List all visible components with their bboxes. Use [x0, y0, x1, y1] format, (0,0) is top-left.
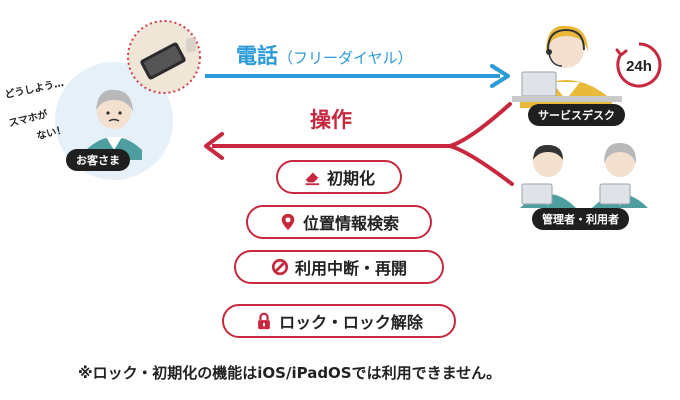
operation-arrow [204, 102, 514, 186]
eraser-icon [305, 172, 320, 186]
manager-figures [520, 142, 648, 208]
operator-figure [512, 25, 622, 108]
footnote: ※ロック・初期化の機能はiOS/iPadOSでは利用できません。 [78, 364, 502, 382]
feature-location-search-label: 位置情報検索 [302, 214, 399, 233]
operation-arrow-label: 操作 [310, 108, 352, 132]
lost-phone-illustration [127, 20, 201, 94]
feature-initialize-label: 初期化 [326, 169, 375, 188]
phone-label-sub: （フリーダイヤル） [278, 49, 413, 67]
customer-label: お客さま [66, 149, 130, 171]
service-desk-label: サービスデスク [528, 104, 625, 126]
feature-location-search: 位置情報検索 [246, 205, 432, 239]
feature-lock-unlock-label: ロック・ロック解除 [279, 313, 423, 332]
phone-label-main: 電話 [236, 44, 278, 68]
manager-user-label: 管理者・利用者 [532, 208, 629, 230]
phone-arrow [205, 64, 510, 88]
24h-clock-icon: 24h [615, 42, 662, 88]
feature-initialize: 初期化 [276, 160, 402, 194]
lock-icon [258, 312, 271, 330]
feature-suspend-resume-label: 利用中断・再開 [294, 259, 407, 278]
prohibited-icon [271, 258, 289, 276]
feature-suspend-resume: 利用中断・再開 [234, 250, 444, 284]
phone-arrow-label: 電話（フリーダイヤル） [236, 40, 413, 70]
location-pin-icon [281, 213, 295, 231]
badge-24h-text: 24h [626, 58, 652, 75]
feature-lock-unlock: ロック・ロック解除 [222, 304, 456, 338]
